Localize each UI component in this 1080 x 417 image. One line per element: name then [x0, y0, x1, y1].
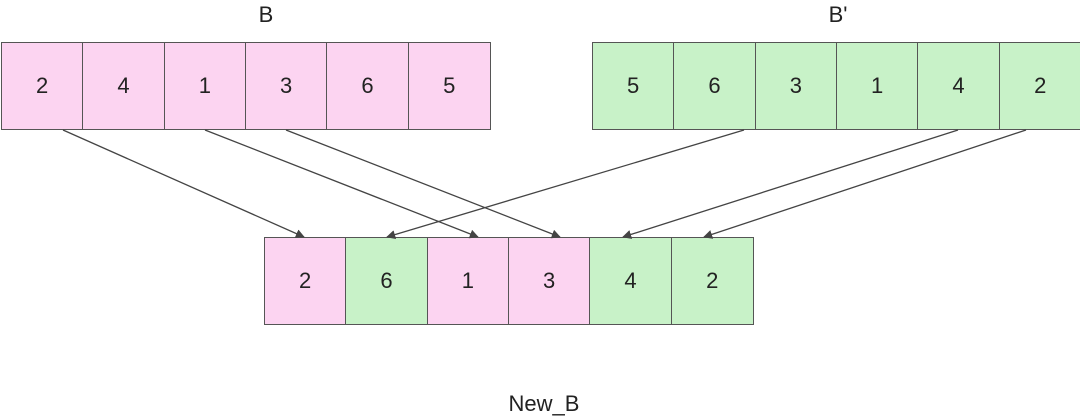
child-cell: 1 — [427, 238, 509, 324]
child-cell: 6 — [346, 238, 428, 324]
arrow-b-prime-6-to-child-6 — [386, 129, 745, 240]
parent-b-prime-cell: 3 — [755, 43, 837, 129]
arrow-b-prime-4-to-child-4 — [622, 129, 959, 239]
parent-b-label: B — [258, 2, 274, 27]
arrow-b-3-to-child-3 — [285, 129, 561, 239]
parent-b-cell: 1 — [164, 43, 246, 129]
child-cell: 3 — [508, 238, 591, 324]
parent-b-prime-cell: 6 — [674, 43, 756, 129]
child-cell: 2 — [265, 238, 347, 324]
parent-b-cell: 5 — [408, 43, 490, 129]
child-cell: 4 — [590, 238, 672, 324]
parent-b-row: 2 4 1 3 6 5 — [1, 42, 491, 130]
parent-b-prime-cell: 2 — [999, 43, 1080, 129]
arrow-b-1-to-child-1 — [204, 129, 479, 239]
child-label: New_B — [508, 391, 580, 416]
parent-b-cell: 3 — [245, 43, 328, 129]
parent-b-prime-cell: 5 — [593, 43, 675, 129]
child-cell: 2 — [671, 238, 753, 324]
parent-b-cell: 2 — [2, 43, 84, 129]
parent-b-cell: 4 — [83, 43, 165, 129]
parent-b-prime-cell: 4 — [918, 43, 1000, 129]
arrow-b-prime-2-to-child-2 — [703, 129, 1027, 239]
arrow-b-2-to-child-2 — [62, 129, 305, 238]
parent-b-prime-row: 5 6 3 1 4 2 — [592, 42, 1080, 130]
parent-b-prime-label: B' — [828, 2, 848, 27]
child-row: 2 6 1 3 4 2 — [264, 237, 754, 325]
parent-b-cell: 6 — [327, 43, 409, 129]
parent-b-prime-cell: 1 — [836, 43, 919, 129]
